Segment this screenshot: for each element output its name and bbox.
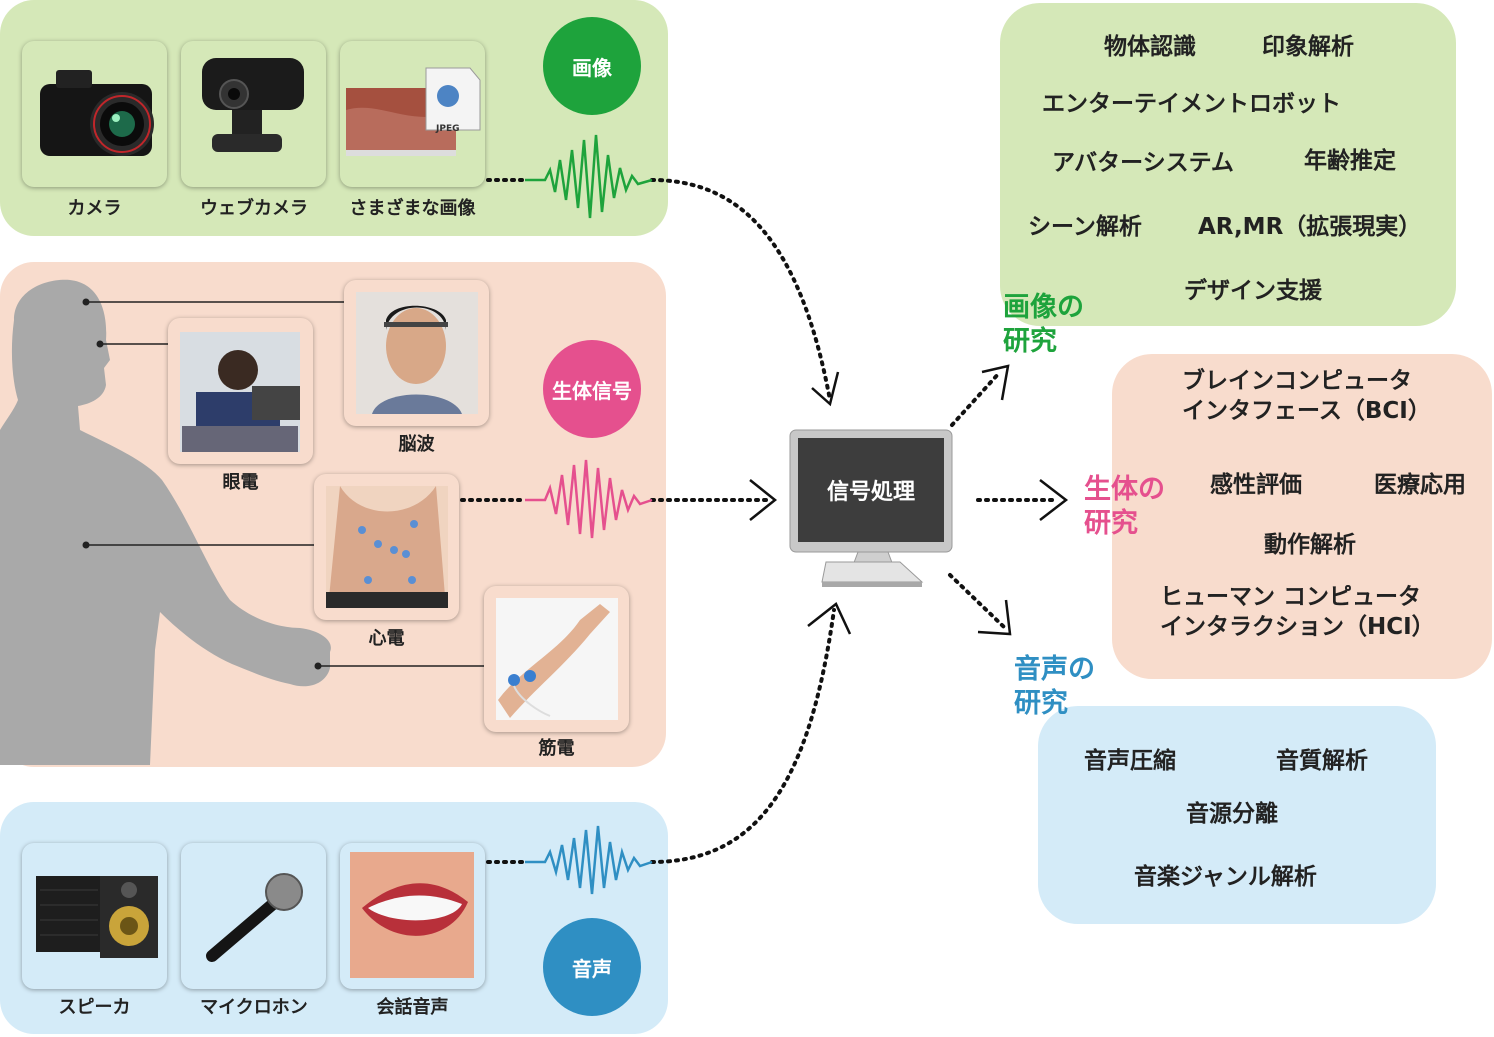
webcam-caption: ウェブカメラ [200,198,308,219]
smile-icon [350,852,474,978]
microphone-caption: マイクロホン [200,997,308,1018]
camera-caption: カメラ [67,198,122,219]
audio-waveform [525,825,653,895]
bio-research-title: 生体の 研究 [1084,474,1165,539]
webcam-icon [202,58,304,152]
eeg-caption: 脳波 [398,434,435,455]
emg-caption: 筋電 [538,738,575,759]
arrowhead-image-out [981,364,1010,401]
topic-object-recognition: 物体認識 [1104,34,1196,60]
topic-kansei-evaluation: 感性評価 [1210,472,1302,498]
topic-medical-application: 医療応用 [1374,472,1466,498]
audio-link-curve [650,608,836,864]
human-silhouette [0,279,331,765]
topic-avatar-system: アバターシステム [1052,150,1234,176]
speaker-icon [36,876,158,958]
arrowhead-bio-in [749,479,778,521]
out-link-image [950,370,1002,427]
image-waveform [525,134,653,219]
bio-research-panel [1112,354,1492,679]
bio-waveform [525,459,653,539]
topic-sound-quality: 音質解析 [1276,748,1368,774]
speaker-caption: スピーカ [58,997,131,1018]
arrowhead-bio-out [1039,479,1069,521]
eog-caption: 眼電 [222,472,259,493]
image-badge: 画像 [543,17,641,115]
topic-impression-analysis: 印象解析 [1262,34,1354,60]
topic-bci: ブレインコンピュータ インタフェース（BCI） [1182,368,1431,424]
images-caption: さまざまな画像 [349,198,476,219]
jpeg-file-label: JPEG [436,124,460,134]
eeg-photo-icon [356,292,478,414]
camera-icon [40,70,154,156]
signal-processing-label: 信号処理 [826,480,915,505]
topic-motion-analysis: 動作解析 [1264,532,1356,558]
emg-photo-icon [496,598,618,720]
topic-source-separation: 音源分離 [1186,801,1278,827]
monitor [789,429,953,587]
microphone-icon [206,873,303,962]
images-icon [346,67,481,156]
topic-scene-analysis: シーン解析 [1028,214,1142,240]
topic-ar-mr: AR,MR（拡張現実） [1198,214,1422,240]
topic-entertainment-robot: エンターテイメントロボット [1042,91,1341,117]
conversation-caption: 会話音声 [376,997,449,1018]
audio-badge: 音声 [543,918,641,1016]
audio-research-title: 音声の 研究 [1014,654,1095,719]
topic-audio-compression: 音声圧縮 [1084,748,1176,774]
image-research-title: 画像の 研究 [1003,292,1084,357]
arrowhead-image-in [811,371,840,407]
topic-hci: ヒューマン コンピュータ インタラクション（HCI） [1160,584,1435,640]
image-research-panel [1000,3,1456,326]
arrowhead-audio-in [807,602,852,635]
ecg-caption: 心電 [368,628,405,649]
audio-research-panel [1038,706,1436,924]
topic-music-genre: 音楽ジャンル解析 [1134,864,1317,890]
topic-design-support: デザイン支援 [1184,278,1322,304]
topic-age-estimation: 年齢推定 [1304,148,1396,174]
out-link-audio [948,573,1007,630]
ecg-photo-icon [326,486,448,608]
bio-badge: 生体信号 [543,340,641,438]
eog-photo-icon [180,332,300,452]
arrowhead-audio-out [977,599,1012,636]
image-link-curve [650,178,832,402]
